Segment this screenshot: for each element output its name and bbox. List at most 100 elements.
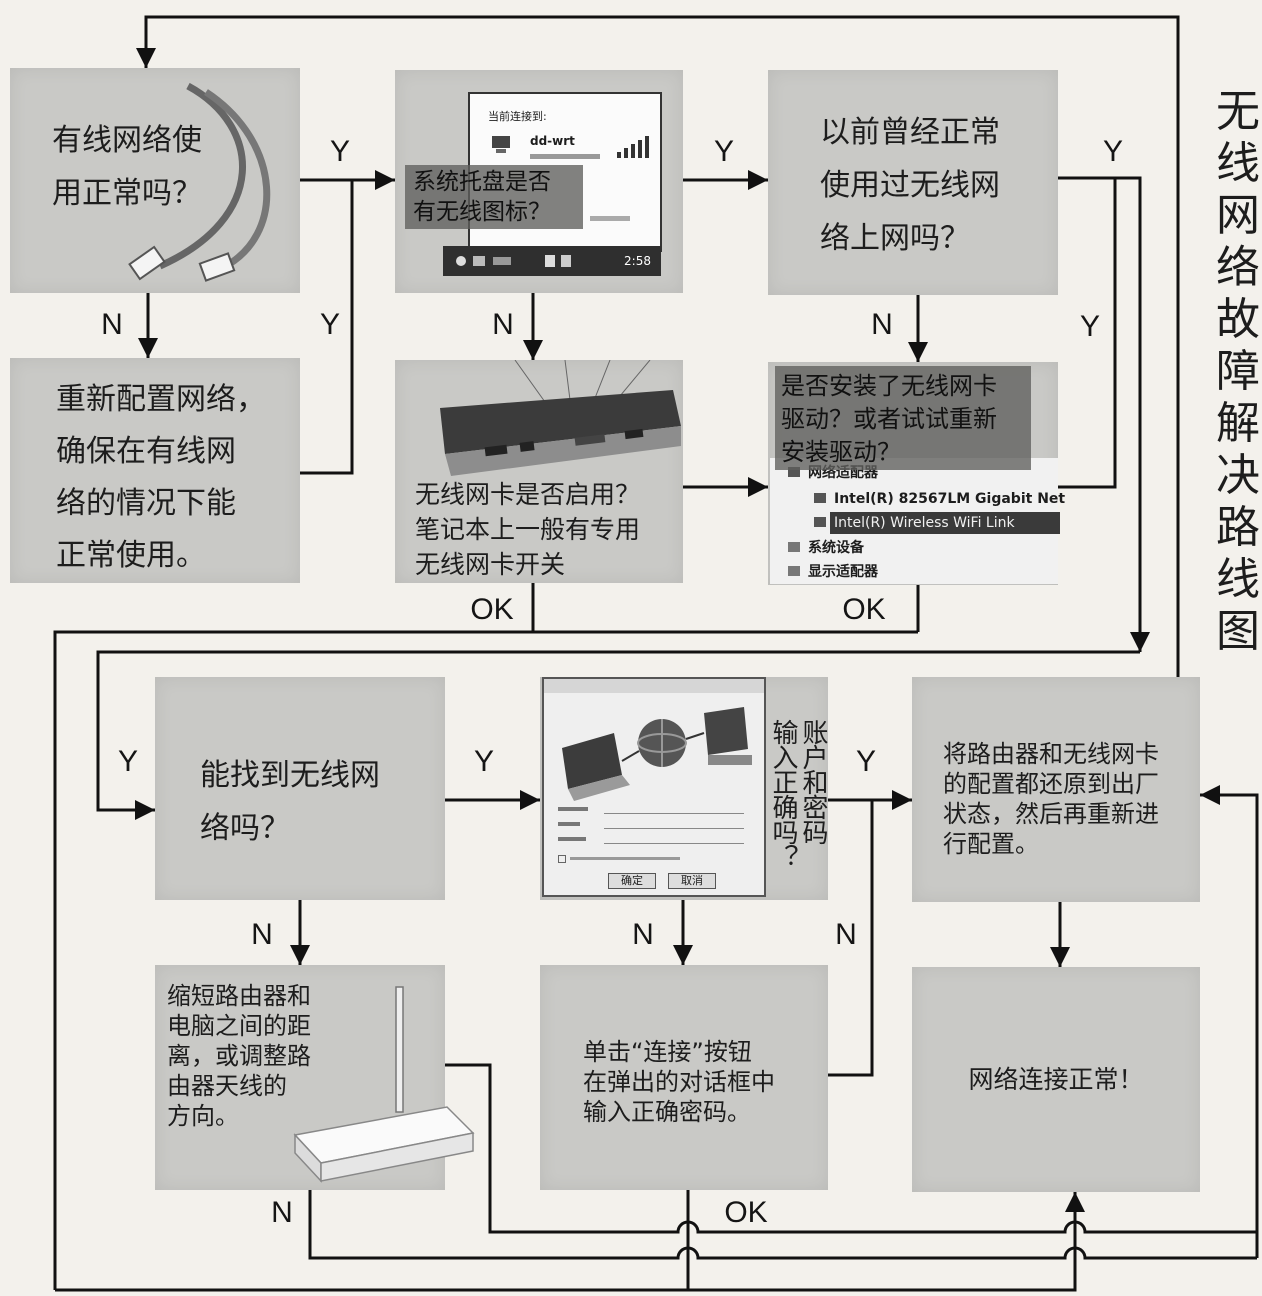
edge-label: N <box>101 308 123 341</box>
edge-label: N <box>251 918 273 951</box>
title-char: 线 <box>1216 138 1260 189</box>
edge-label: N <box>835 918 857 951</box>
text-line: 正常使用。 <box>56 538 206 573</box>
node-tray-icon: 当前连接到: dd-wrt 2:58 系统托盘是否 有无线图标？ <box>395 70 683 293</box>
computer-icon <box>492 136 510 153</box>
text-line: 单击“连接”按钮 <box>583 1038 752 1066</box>
signal-strength-icon <box>617 136 649 158</box>
text-line: 确保在有线网 <box>56 434 236 469</box>
title-char: 网 <box>1216 190 1260 241</box>
question-column-right: 账户和密码 <box>798 719 828 844</box>
ok-button: 确定 <box>608 873 656 889</box>
text-line: 系统托盘是否 <box>413 169 551 195</box>
password-field-label <box>558 822 580 826</box>
tray-icons <box>456 255 571 267</box>
text-line: 网络连接正常！ <box>968 1065 1144 1094</box>
used-before-yes-arrow <box>1058 176 1150 652</box>
question-overlay: 系统托盘是否 有无线图标？ <box>405 165 583 229</box>
edge-label: Y <box>319 308 341 341</box>
device-item-selected: Intel(R) Wireless WiFi Link <box>830 512 1060 534</box>
text-line: 有无线图标？ <box>413 199 551 225</box>
node-text: 无线网卡是否启用？ 笔记本上一般有专用 无线网卡开关 <box>415 477 640 582</box>
to-network-ok-arrow <box>55 1192 1085 1292</box>
password-field <box>604 820 744 829</box>
node-reconfigure-wired: 重新配置网络， 确保在有线网 络的情况下能 正常使用。 <box>10 358 300 583</box>
text-line: 能找到无线网 <box>200 758 380 793</box>
edge-label: N <box>271 1196 293 1229</box>
taskbar-clock: 2:58 <box>624 254 651 268</box>
node-connect-button: 单击“连接”按钮 在弹出的对话框中 输入正确密码。 <box>540 965 828 1190</box>
title-char: 无 <box>1216 86 1260 137</box>
edge-label: OK <box>470 593 514 626</box>
edge-label: OK <box>724 1196 768 1229</box>
text-line: 状态，然后再重新进 <box>943 800 1159 828</box>
domain-field <box>604 835 744 844</box>
edge-label: Y <box>855 745 877 778</box>
title-char: 路 <box>1216 502 1260 553</box>
dialog-titlebar <box>544 679 764 693</box>
node-text: 系统托盘是否 有无线图标？ <box>413 167 551 227</box>
text-line: 输入正确密码。 <box>583 1098 751 1126</box>
edge-label: Y <box>1079 310 1101 343</box>
node-driver-installed: 网络适配器 Intel(R) 82567LM Gigabit Net Intel… <box>768 362 1065 585</box>
node-network-ok: 网络连接正常！ <box>912 967 1200 1192</box>
laptop-switch-illustration <box>440 360 681 476</box>
node-reset-config: 将路由器和无线网卡 的配置都还原到出厂 状态，然后再重新进 行配置。 <box>912 677 1200 902</box>
text-line: 重新配置网络， <box>56 382 266 417</box>
taskbar: 2:58 <box>443 246 661 276</box>
node-text: 将路由器和无线网卡 的配置都还原到出厂 状态，然后再重新进 行配置。 <box>943 739 1159 859</box>
node-text: 重新配置网络， 确保在有线网 络的情况下能 正常使用。 <box>56 374 266 582</box>
title-char: 障 <box>1216 346 1260 397</box>
text-line: 络的情况下能 <box>56 486 236 521</box>
node-used-before: 以前曾经正常 使用过无线网 络上网吗？ <box>768 70 1058 295</box>
title-char: 故 <box>1216 294 1260 345</box>
text-line: 将路由器和无线网卡 <box>943 740 1159 768</box>
text-line: 络吗？ <box>200 811 290 846</box>
title-char: 线 <box>1216 554 1260 605</box>
question-column-left: 输入正确吗？ <box>768 719 798 869</box>
text-line: 笔记本上一般有专用 <box>415 515 641 544</box>
network-name: dd-wrt <box>530 134 575 148</box>
edge-label: Y <box>1102 135 1124 168</box>
save-checkbox-label <box>570 857 680 860</box>
network-globe-illustration <box>562 707 752 801</box>
node-shorten-distance: 缩短路由器和 电脑之间的距 离，或调整路 由器天线的 方向。 <box>155 965 475 1190</box>
title-char: 络 <box>1216 242 1260 293</box>
edge-label: N <box>492 308 514 341</box>
node-text: 网络连接正常！ <box>912 1065 1200 1095</box>
node-credentials-ok: 确定 取消 账户和密码 输入正确吗？ <box>540 677 828 900</box>
edge-label: N <box>871 308 893 341</box>
text-line: 使用过无线网 <box>820 168 1000 203</box>
detail-placeholder <box>590 216 630 221</box>
text-line: 无线网卡开关 <box>415 550 566 579</box>
username-field-label <box>558 807 588 811</box>
text-line: 无线网卡是否启用？ <box>415 480 641 509</box>
node-text: 以前曾经正常 使用过无线网 络上网吗？ <box>820 106 1000 265</box>
shorten-no-line <box>308 1190 1257 1260</box>
edge-label: Y <box>473 745 495 778</box>
node-text: 单击“连接”按钮 在弹出的对话框中 输入正确密码。 <box>583 1037 775 1127</box>
node-wired-ok: 有线网络使 用正常吗？ <box>10 68 300 293</box>
edge-label: OK <box>842 593 886 626</box>
node-card-enabled: 无线网卡是否启用？ 笔记本上一般有专用 无线网卡开关 <box>395 360 683 583</box>
text-line: 在弹出的对话框中 <box>583 1068 775 1096</box>
text-line: 是否安装了无线网卡 <box>781 372 997 400</box>
text-line: 行配置。 <box>943 830 1039 858</box>
text-line: 有线网络使 <box>52 123 202 158</box>
node-network-found: 能找到无线网 络吗？ <box>155 677 445 900</box>
text-line: 络上网吗？ <box>820 221 970 256</box>
connect-dialog-screenshot: 确定 取消 <box>542 677 766 897</box>
router-icon <box>293 986 475 1183</box>
edge-label: Y <box>117 745 139 778</box>
node-text: 能找到无线网 络吗？ <box>200 749 380 855</box>
adapter-icons <box>788 467 826 576</box>
text-line: 以前曾经正常 <box>820 115 1000 150</box>
node-text: 是否安装了无线网卡 驱动？或者试试重新 安装驱动？ <box>781 370 997 469</box>
popup-heading: 当前连接到: <box>488 110 547 123</box>
cancel-button: 取消 <box>668 873 716 889</box>
question-overlay: 是否安装了无线网卡 驱动？或者试试重新 安装驱动？ <box>775 366 1031 470</box>
edge-label: N <box>632 918 654 951</box>
device-item: Intel(R) 82567LM Gigabit Net <box>834 491 1066 507</box>
edge-label: Y <box>329 135 351 168</box>
save-checkbox <box>558 855 566 863</box>
